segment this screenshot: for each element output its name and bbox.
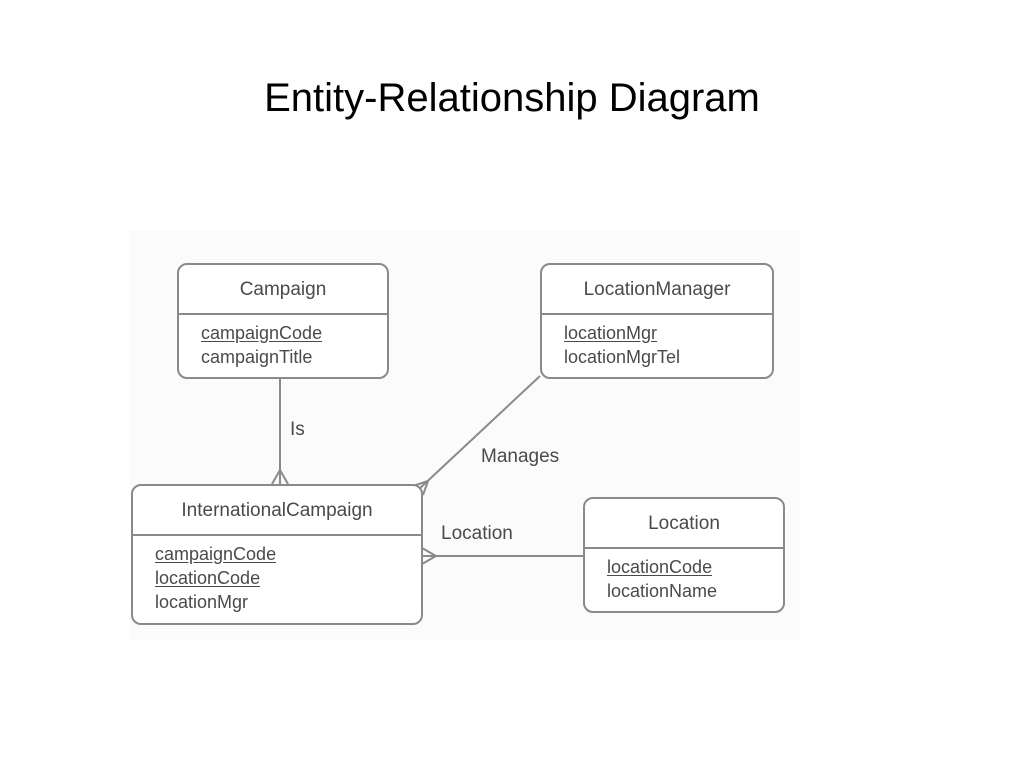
entity-campaign-name: Campaign: [179, 265, 387, 315]
entity-location-manager[interactable]: LocationManager locationMgr locationMgrT…: [540, 263, 774, 379]
attribute-location-mgr: locationMgr: [564, 323, 658, 343]
attribute-location-mgr: locationMgr: [155, 592, 249, 612]
attribute-campaign-code: campaignCode: [155, 544, 277, 564]
entity-location-manager-name: LocationManager: [542, 265, 772, 315]
attribute-campaign-title: campaignTitle: [201, 347, 313, 367]
relationship-label-is: Is: [290, 419, 305, 440]
attribute-location-name: locationName: [607, 581, 718, 601]
entity-location[interactable]: Location locationCode locationName: [583, 497, 785, 613]
attribute-location-code: locationCode: [155, 568, 261, 588]
entity-international-campaign-name: InternationalCampaign: [133, 486, 421, 536]
attribute-location-mgr-tel: locationMgrTel: [564, 347, 681, 367]
entity-campaign-attributes: campaignCode campaignTitle: [179, 315, 387, 369]
page-title: Entity-Relationship Diagram: [264, 76, 760, 120]
entity-campaign[interactable]: Campaign campaignCode campaignTitle: [177, 263, 389, 379]
entity-location-manager-attributes: locationMgr locationMgrTel: [542, 315, 772, 369]
entity-international-campaign-attributes: campaignCode locationCode locationMgr: [133, 536, 421, 614]
entity-international-campaign[interactable]: InternationalCampaign campaignCode locat…: [131, 484, 423, 625]
attribute-location-code: locationCode: [607, 557, 713, 577]
entity-location-attributes: locationCode locationName: [585, 549, 783, 603]
attribute-campaign-code: campaignCode: [201, 323, 323, 343]
relationship-label-manages: Manages: [481, 446, 560, 467]
relationship-label-location: Location: [441, 523, 513, 544]
entity-location-name: Location: [585, 499, 783, 549]
